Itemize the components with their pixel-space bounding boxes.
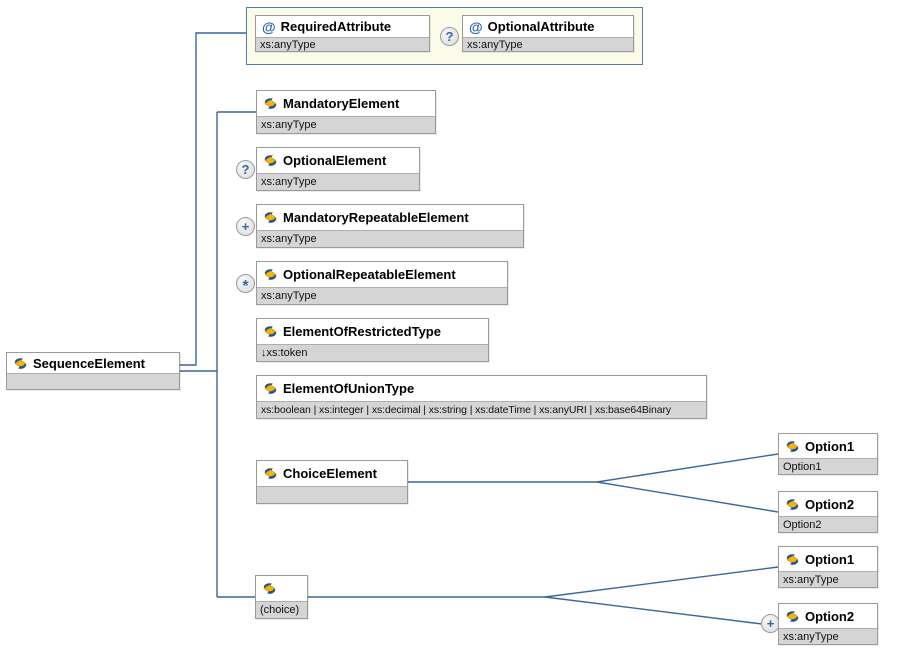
element-icon bbox=[263, 325, 278, 338]
node-type: xs:anyType bbox=[779, 628, 877, 644]
element-icon bbox=[263, 467, 278, 480]
node-title: ChoiceElement bbox=[283, 466, 377, 481]
node-type: ↓xs:token bbox=[257, 344, 488, 361]
connector-choice-group-option1 bbox=[308, 566, 779, 598]
attribute-icon: @ bbox=[469, 18, 483, 35]
node-element-of-union-type[interactable]: ElementOfUnionType xs:boolean | xs:integ… bbox=[256, 375, 707, 419]
node-title: RequiredAttribute bbox=[280, 19, 392, 34]
node-title: MandatoryRepeatableElement bbox=[283, 210, 469, 225]
occurrence-indicator-optional: ? bbox=[236, 160, 255, 179]
connector-choice-element-option2 bbox=[596, 481, 779, 513]
node-choice-group-option2[interactable]: Option2 xs:anyType bbox=[778, 603, 878, 645]
node-title: Option1 bbox=[805, 551, 855, 567]
node-type: Option1 bbox=[779, 458, 877, 474]
node-title: Option2 bbox=[805, 608, 855, 624]
connector-choice-group-option2 bbox=[544, 596, 763, 625]
node-title: Option1 bbox=[805, 438, 855, 454]
node-type bbox=[7, 373, 179, 389]
occurrence-indicator-one-or-more: + bbox=[236, 217, 255, 236]
node-choice-element-option1[interactable]: Option1 Option1 bbox=[778, 433, 878, 475]
node-element-of-restricted-type[interactable]: ElementOfRestrictedType ↓xs:token bbox=[256, 318, 489, 362]
connector-choice-element-option1 bbox=[408, 453, 779, 483]
occurrence-indicator-zero-or-more: * bbox=[236, 274, 255, 295]
occurrence-indicator-optional-attribute: ? bbox=[440, 27, 459, 46]
element-icon bbox=[263, 154, 278, 167]
node-title: OptionalRepeatableElement bbox=[283, 267, 456, 282]
node-type: xs:anyType bbox=[257, 173, 419, 190]
element-icon bbox=[785, 553, 800, 566]
node-type: xs:anyType bbox=[257, 287, 507, 304]
node-required-attribute[interactable]: @ RequiredAttribute xs:anyType bbox=[255, 15, 430, 52]
element-icon bbox=[263, 268, 278, 281]
element-icon bbox=[785, 610, 800, 623]
node-title: ElementOfRestrictedType bbox=[283, 324, 441, 339]
node-title: OptionalElement bbox=[283, 153, 387, 168]
node-sequence-element[interactable]: SequenceElement bbox=[6, 352, 180, 390]
node-type: xs:boolean | xs:integer | xs:decimal | x… bbox=[257, 401, 706, 418]
node-title: Option2 bbox=[805, 496, 855, 512]
node-mandatory-repeatable-element[interactable]: MandatoryRepeatableElement xs:anyType bbox=[256, 204, 524, 248]
node-optional-repeatable-element[interactable]: OptionalRepeatableElement xs:anyType bbox=[256, 261, 508, 305]
node-mandatory-element[interactable]: MandatoryElement xs:anyType bbox=[256, 90, 436, 134]
node-optional-element[interactable]: OptionalElement xs:anyType bbox=[256, 147, 420, 191]
node-type: Option2 bbox=[779, 516, 877, 532]
node-choice-group[interactable]: (choice) bbox=[255, 575, 308, 619]
connector-root-to-attributes bbox=[180, 32, 246, 366]
element-icon bbox=[13, 357, 28, 370]
element-icon bbox=[785, 440, 800, 453]
node-type: (choice) bbox=[256, 601, 307, 618]
node-type bbox=[257, 486, 407, 503]
node-choice-element[interactable]: ChoiceElement bbox=[256, 460, 408, 504]
node-optional-attribute[interactable]: @ OptionalAttribute xs:anyType bbox=[462, 15, 634, 52]
node-type: xs:anyType bbox=[256, 37, 429, 51]
element-icon bbox=[263, 382, 278, 395]
element-icon bbox=[263, 97, 278, 110]
attribute-group: @ RequiredAttribute xs:anyType ? @ Optio… bbox=[246, 7, 643, 65]
node-choice-group-option1[interactable]: Option1 xs:anyType bbox=[778, 546, 878, 588]
node-title: SequenceElement bbox=[33, 355, 145, 371]
element-icon bbox=[262, 582, 277, 595]
node-choice-element-option2[interactable]: Option2 Option2 bbox=[778, 491, 878, 533]
node-type: xs:anyType bbox=[257, 230, 523, 247]
element-icon bbox=[785, 498, 800, 511]
node-type: xs:anyType bbox=[779, 571, 877, 587]
node-title: OptionalAttribute bbox=[487, 19, 595, 34]
node-title: MandatoryElement bbox=[283, 96, 400, 111]
node-type: xs:anyType bbox=[463, 37, 633, 51]
node-type: xs:anyType bbox=[257, 116, 435, 133]
attribute-icon: @ bbox=[262, 18, 276, 35]
element-icon bbox=[263, 211, 278, 224]
node-title: ElementOfUnionType bbox=[283, 381, 415, 396]
